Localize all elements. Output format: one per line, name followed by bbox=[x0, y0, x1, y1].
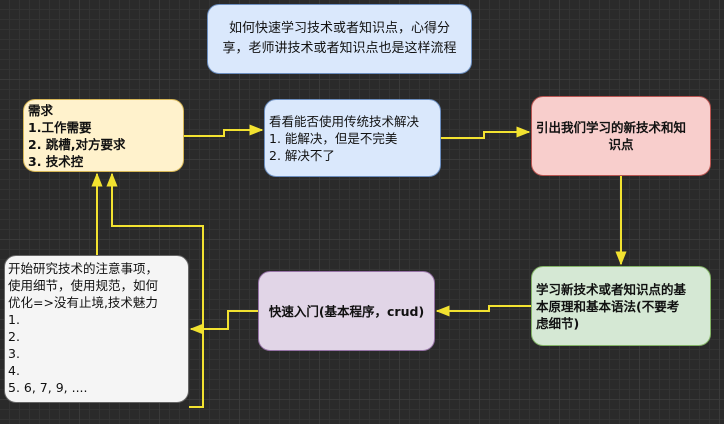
node-deep-study-line-8: 5. 6, 7, 9, .... bbox=[8, 380, 88, 395]
edge-quick-to-study bbox=[189, 310, 258, 335]
node-principle-line-1: 学习新技术或者知识点的基 bbox=[536, 281, 687, 297]
node-deep-study-line-6: 3. bbox=[8, 346, 20, 361]
node-new-tech: 引出我们学习的新技术和知 识点 bbox=[531, 96, 711, 176]
node-new-tech-line-1: 引出我们学习的新技术和知 bbox=[536, 120, 687, 135]
node-deep-study-line-4: 1. bbox=[8, 312, 20, 327]
node-requirement-line-4: 3. 技术控 bbox=[28, 153, 84, 169]
node-requirement-line-1: 需求 bbox=[28, 102, 54, 118]
node-requirement-line-2: 1.工作需要 bbox=[28, 119, 92, 135]
node-traditional-line-2: 1. 能解决，但是不完美 bbox=[269, 130, 398, 146]
node-deep-study-line-7: 4. bbox=[8, 363, 20, 378]
edge-principle-to-quick bbox=[435, 305, 531, 317]
node-principle-line-2: 本原理和基本语法(不要考 bbox=[536, 298, 680, 314]
node-requirement: 需求 1.工作需要 2. 跳槽,对方要求 3. 技术控 bbox=[23, 99, 184, 172]
node-intro-line-1: 如何快速学习技术或者知识点，心得分 bbox=[228, 21, 450, 36]
node-traditional-line-3: 2. 解决不了 bbox=[269, 147, 335, 163]
node-traditional-line-1: 看看能否使用传统技术解决 bbox=[269, 113, 420, 129]
node-deep-study: 开始研究技术的注意事项， 使用细节，使用规范，如何 优化=>没有止境,技术魅力 … bbox=[4, 255, 189, 403]
node-traditional: 看看能否使用传统技术解决 1. 能解决，但是不完美 2. 解决不了 bbox=[264, 99, 441, 177]
node-deep-study-line-1: 开始研究技术的注意事项， bbox=[8, 261, 159, 276]
edge-req-to-traditional bbox=[184, 124, 264, 137]
node-intro: 如何快速学习技术或者知识点，心得分 享，老师讲技术或者知识点也是这样流程 bbox=[207, 4, 472, 74]
node-deep-study-line-3: 优化=>没有止境,技术魅力 bbox=[8, 295, 158, 310]
node-principle-line-3: 虑细节) bbox=[536, 315, 580, 331]
node-requirement-line-3: 2. 跳槽,对方要求 bbox=[28, 136, 126, 152]
node-principle: 学习新技术或者知识点的基 本原理和基本语法(不要考 虑细节) bbox=[531, 266, 711, 346]
node-deep-study-line-5: 2. bbox=[8, 329, 20, 344]
node-intro-line-2: 享，老师讲技术或者知识点也是这样流程 bbox=[222, 41, 457, 56]
node-new-tech-line-2: 识点 bbox=[608, 137, 634, 152]
edge-traditional-to-new bbox=[441, 126, 531, 139]
edge-loop-back bbox=[106, 172, 204, 408]
node-deep-study-line-2: 使用细节，使用规范，如何 bbox=[8, 278, 159, 293]
node-quick-start: 快速入门(基本程序，crud) bbox=[258, 271, 435, 351]
node-quick-start-line-1: 快速入门(基本程序，crud) bbox=[268, 303, 425, 319]
